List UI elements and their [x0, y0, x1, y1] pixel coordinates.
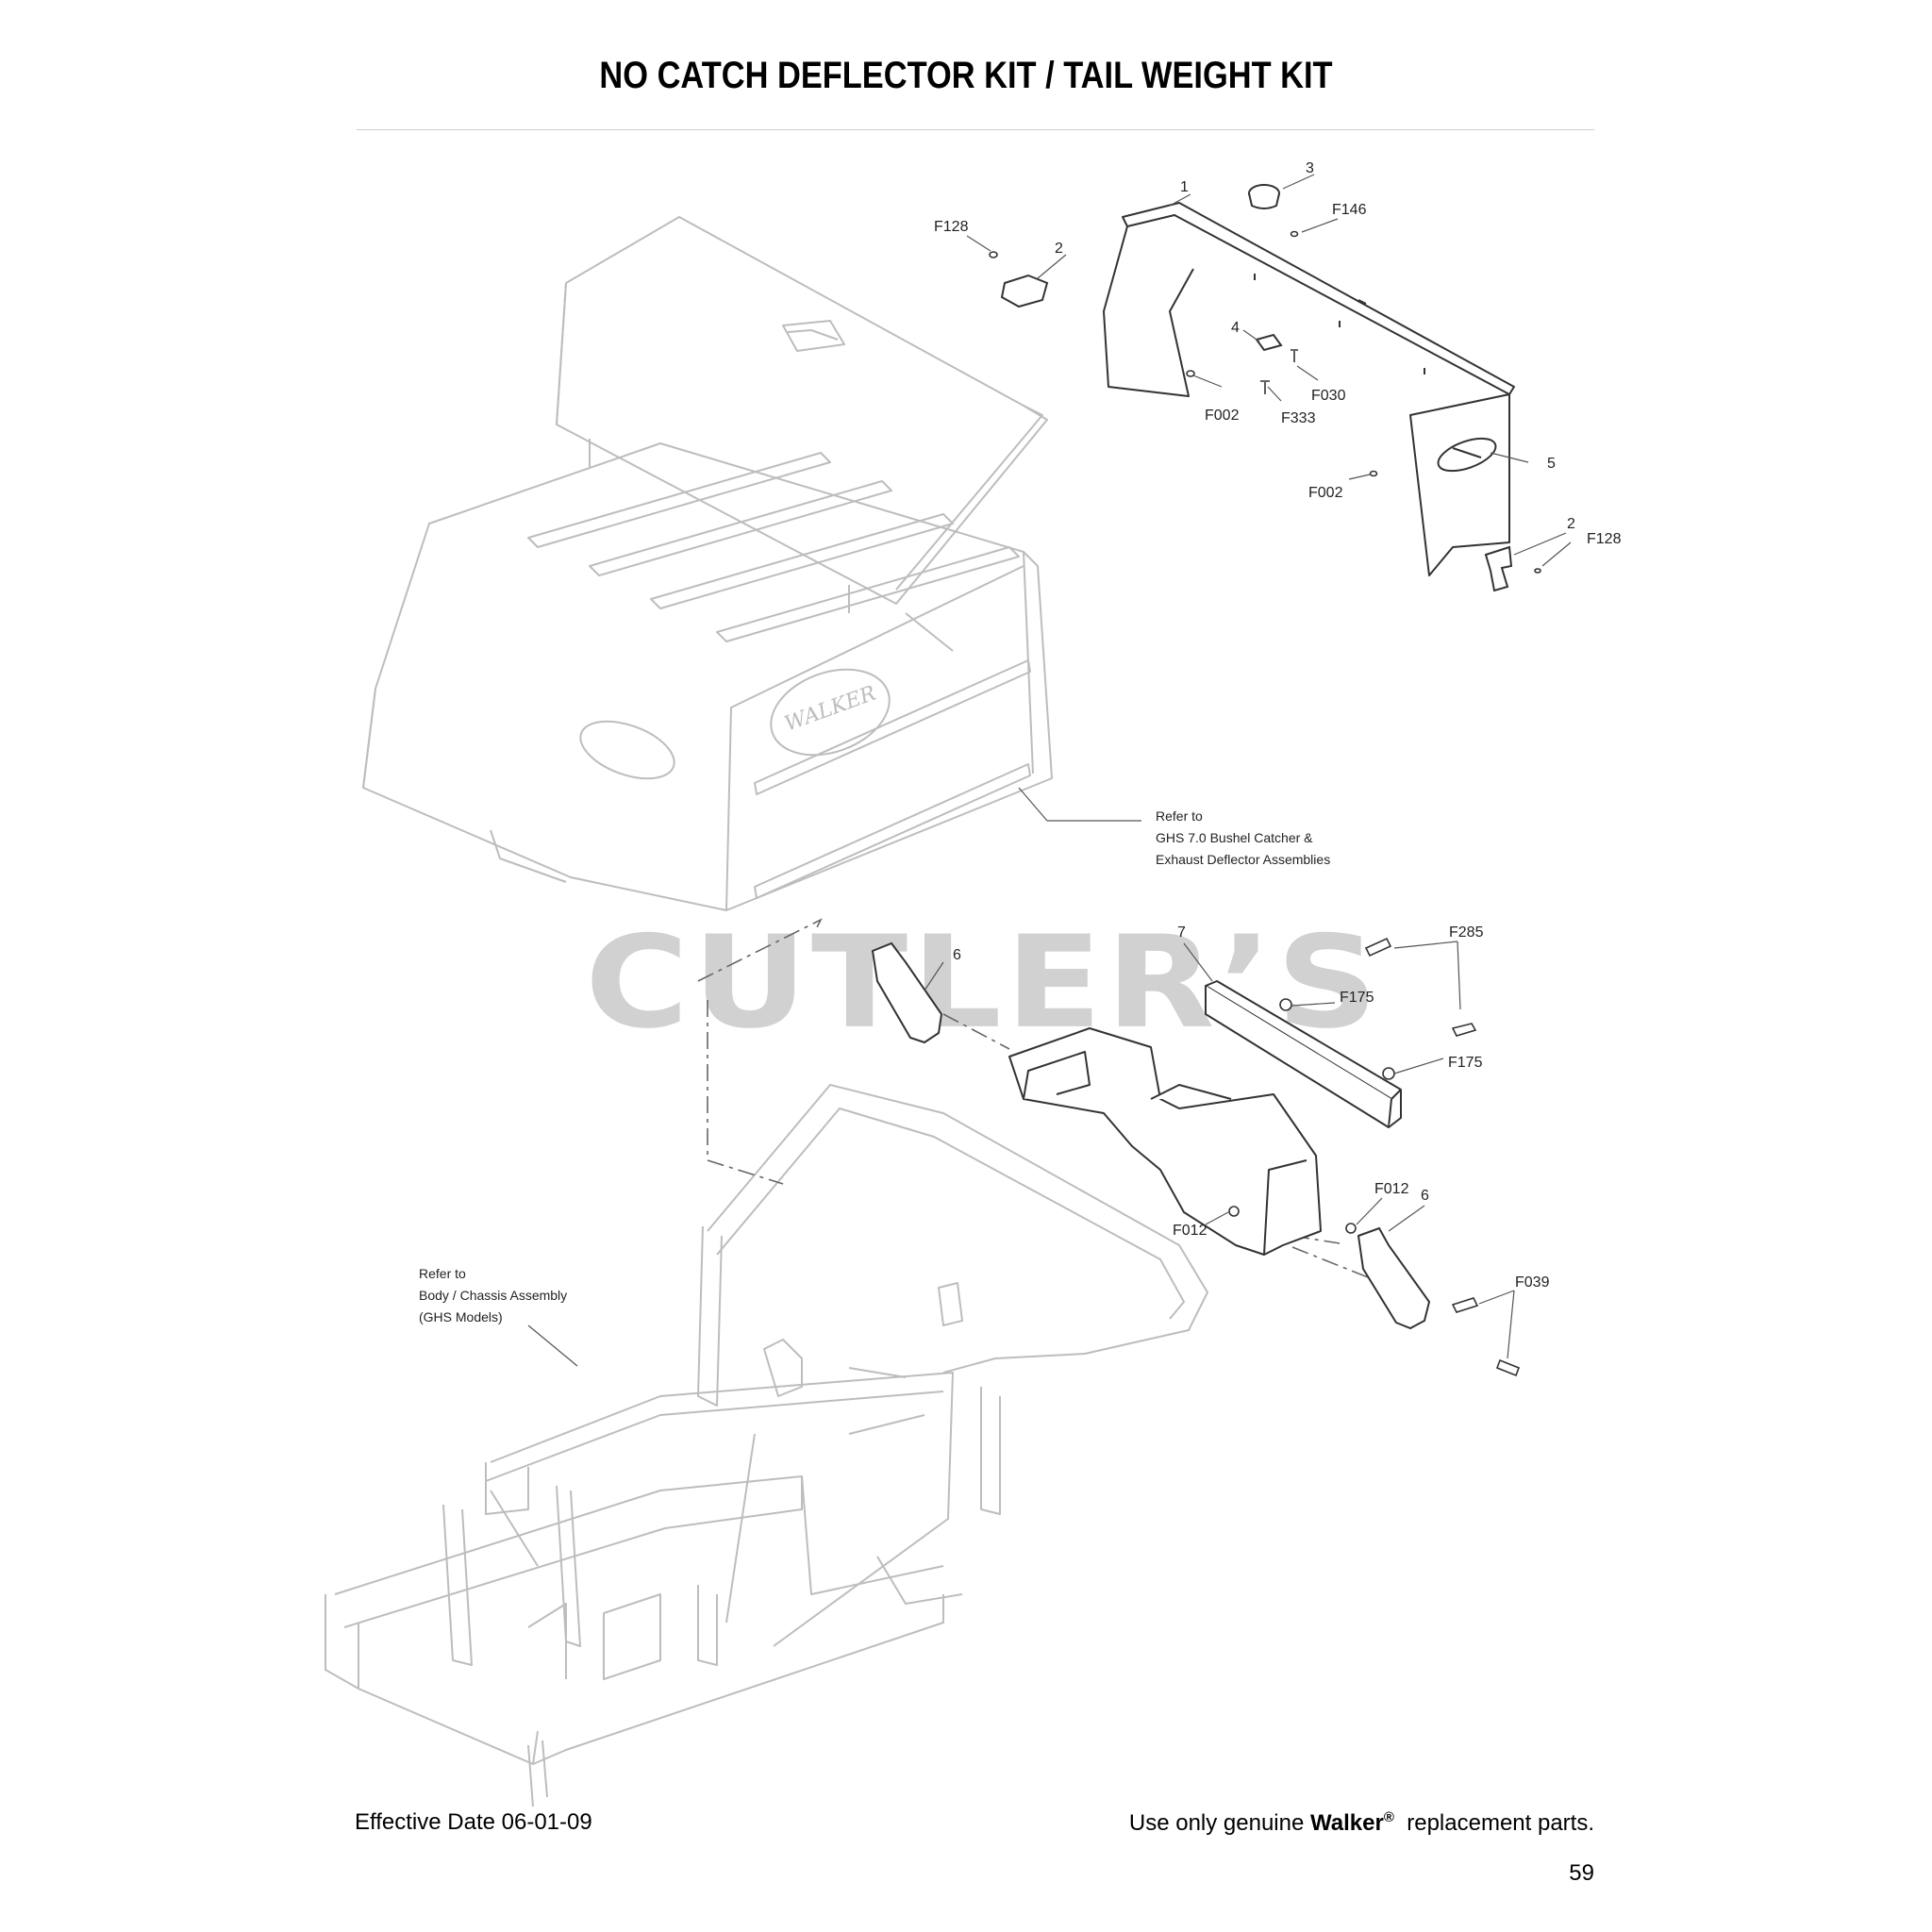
knob-part-3 [1248, 184, 1280, 209]
callout-f012-left: F012 [1173, 1223, 1208, 1239]
registered-mark: ® [1383, 1809, 1394, 1825]
genuine-parts-notice: Use only genuine Walker® replacement par… [1129, 1809, 1594, 1837]
plate-part-4 [1255, 333, 1283, 352]
callout-f030: F030 [1311, 388, 1346, 404]
svg-text:Exhaust Deflector Assemblies: Exhaust Deflector Assemblies [1156, 852, 1330, 867]
callout-4: 4 [1231, 320, 1240, 336]
tail-weight-hardware [1228, 937, 1521, 1377]
note-catcher-reference: Refer to GHS 7.0 Bushel Catcher & Exhaus… [1156, 808, 1330, 867]
callout-f039: F039 [1515, 1274, 1550, 1291]
callout-f285: F285 [1449, 924, 1484, 941]
notice-brand: Walker [1310, 1810, 1384, 1836]
callout-f128-upper: F128 [934, 219, 969, 235]
callout-f128-lower: F128 [1587, 531, 1622, 547]
callout-f175-lower: F175 [1448, 1055, 1483, 1071]
callout-f002-lower: F002 [1308, 485, 1343, 501]
svg-text:GHS 7.0 Bushel Catcher &: GHS 7.0 Bushel Catcher & [1156, 830, 1313, 845]
notice-prefix: Use only genuine [1128, 1810, 1305, 1836]
callout-f333: F333 [1281, 410, 1316, 426]
catcher-logo-text: WALKER [782, 682, 880, 737]
callout-f146: F146 [1332, 202, 1367, 218]
callout-f002-upper: F002 [1205, 408, 1240, 424]
callout-5: 5 [1547, 456, 1556, 472]
deflector-hardware [989, 230, 1541, 574]
page-number: 59 [1569, 1860, 1594, 1886]
plate-part-6-upper [871, 941, 943, 1044]
callout-1: 1 [1180, 179, 1189, 195]
notice-suffix: replacement parts. [1407, 1810, 1594, 1836]
callout-7: 7 [1177, 924, 1186, 941]
svg-text:Refer to: Refer to [1156, 808, 1203, 824]
effective-date: Effective Date 06-01-09 [355, 1809, 592, 1835]
tail-weight-assembly [1008, 980, 1402, 1256]
callout-6-lower: 6 [1421, 1188, 1429, 1204]
callout-2-lower: 2 [1567, 516, 1575, 532]
bracket-part-2-upper [1000, 274, 1049, 308]
callout-f012-right: F012 [1374, 1181, 1409, 1197]
plate-part-6-lower [1357, 1226, 1431, 1330]
bracket-part-2-lower [1484, 545, 1513, 592]
svg-text:Body / Chassis Assembly: Body / Chassis Assembly [419, 1288, 567, 1303]
bushel-catcher-reference [362, 216, 1053, 911]
callout-f175-upper: F175 [1340, 990, 1374, 1006]
deflector-assembly [1103, 202, 1515, 576]
leader-lines [527, 174, 1572, 1367]
note-chassis-reference: Refer to Body / Chassis Assembly (GHS Mo… [419, 1266, 567, 1324]
callout-2-upper: 2 [1055, 241, 1063, 257]
svg-text:(GHS Models): (GHS Models) [419, 1309, 503, 1324]
callout-6-upper: 6 [953, 947, 961, 963]
callout-3: 3 [1306, 160, 1314, 176]
title-divider [357, 129, 1594, 130]
svg-text:Refer to: Refer to [419, 1266, 466, 1281]
chassis-reference [325, 1084, 1208, 1807]
page-title: NO CATCH DEFLECTOR KIT / TAIL WEIGHT KIT [599, 55, 1333, 96]
